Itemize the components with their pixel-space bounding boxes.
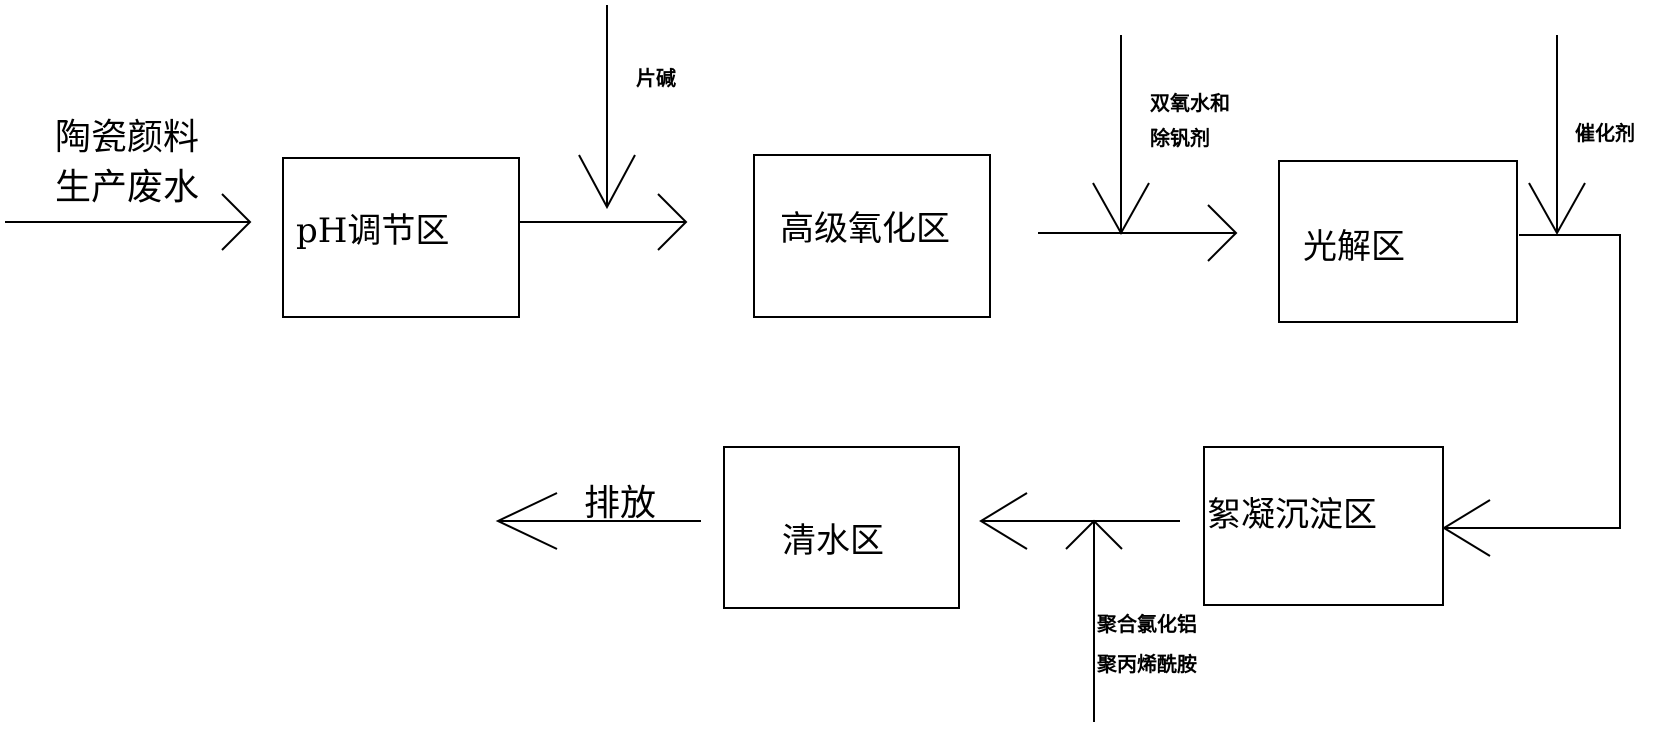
clear-water-box — [723, 446, 960, 609]
oxidation-to-photolysis-arrow — [1038, 204, 1238, 262]
flocculation-label: 絮凝沉淀区 — [1207, 495, 1377, 535]
peroxide-label-line2: 除钒剂 — [1150, 126, 1210, 150]
ph-to-oxidation-arrow — [494, 193, 688, 251]
coagulant-label-line1: 聚合氯化铝 — [1097, 612, 1197, 636]
clear-water-label: 清水区 — [782, 521, 884, 561]
inlet-arrow — [5, 193, 252, 251]
advanced-oxidation-label: 高级氧化区 — [780, 209, 950, 249]
discharge-label: 排放 — [584, 483, 657, 524]
catalyst-label: 催化剂 — [1575, 121, 1635, 145]
flake-alkali-arrow — [578, 5, 636, 210]
coagulant-arrow — [1065, 519, 1123, 722]
flocculation-to-clearwater-arrow — [979, 492, 1180, 550]
coagulant-label-line2: 聚丙烯酰胺 — [1097, 652, 1197, 676]
ph-adjustment-label: pH调节区 — [296, 211, 450, 251]
ph-adjustment-box — [282, 157, 520, 318]
flocculation-box — [1203, 446, 1444, 606]
peroxide-arrow — [1092, 35, 1150, 236]
discharge-arrow — [495, 492, 701, 550]
wastewater-label-line1: 陶瓷颜料 — [55, 117, 200, 158]
photolysis-label: 光解区 — [1303, 227, 1405, 267]
advanced-oxidation-box — [753, 154, 991, 318]
photolysis-to-flocculation-connector — [1442, 234, 1621, 557]
photolysis-box — [1278, 160, 1518, 323]
catalyst-arrow — [1528, 35, 1586, 236]
peroxide-label-line1: 双氧水和 — [1150, 91, 1230, 115]
wastewater-label-line2: 生产废水 — [55, 167, 200, 208]
flake-alkali-label: 片碱 — [636, 66, 676, 90]
